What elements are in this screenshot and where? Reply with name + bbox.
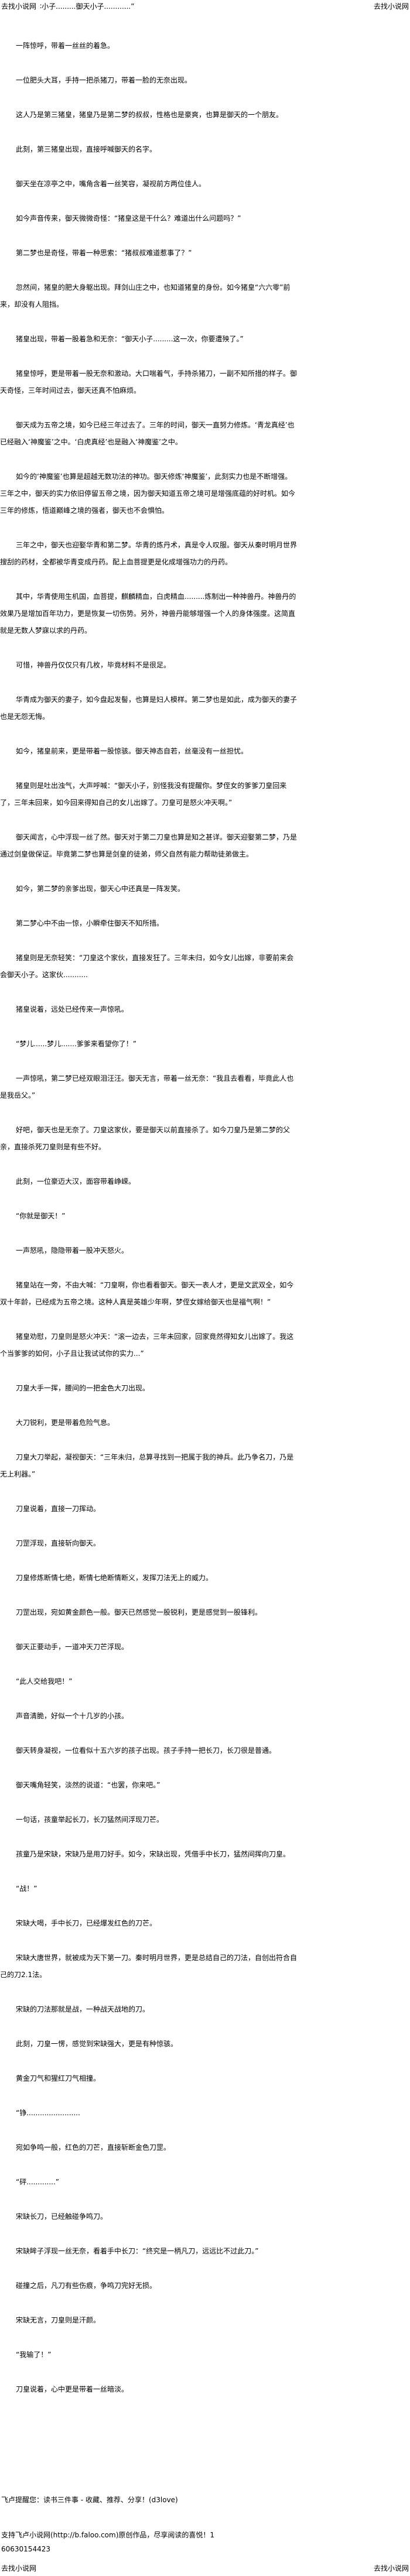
chapter-content: 一阵惊呼，带着一丝丝的着急。一位肥头大耳，手持一把杀猪刀，带着一脸的无奈出现。这… bbox=[0, 37, 299, 2416]
paragraph: 御天嘴角轻笑，淡然的说道：“也罢，你来吧。” bbox=[16, 1781, 160, 1789]
top-bar-left: 去找小说网∶小子.........御天小子............” bbox=[1, 0, 134, 13]
paragraph: 此刻，一位豪迈大汉，面容带着峥嵘。 bbox=[16, 1177, 136, 1186]
paragraph: 宋缺的刀法那就是战，一种战天战地的刀。 bbox=[16, 2005, 150, 2013]
paragraph: 刀罡浮现，直接斩向御天。 bbox=[16, 1539, 101, 1547]
paragraph: 刀皇大刀举起，凝视御天：“三年未归，总算寻找到一把属于我的神兵。此乃争名刀，乃是… bbox=[0, 1453, 294, 1478]
paragraph: 刀罡出现，宛如黄金颜色一般。御天已然感觉一股锐利，更是感觉到一股锋利。 bbox=[16, 1608, 262, 1616]
paragraph: 宛如争鸣一般，红色的刀芒，直接斩断金色刀罡。 bbox=[16, 2143, 171, 2152]
paragraph: 宋缺无言，刀皇则是汗颜。 bbox=[16, 2316, 101, 2324]
paragraph: “梦儿......梦儿.......爹爹来看望你了！” bbox=[16, 1040, 137, 1048]
paragraph: 一句话，孩童举起长刀，长刀猛然间浮现刀芒。 bbox=[16, 1815, 164, 1824]
footer: 飞卢提醒您：读书三件事 - 收藏、推荐、分享！(d3love) 支持飞卢小说网(… bbox=[1, 2494, 409, 2555]
paragraph: 第二梦心中不由一惊，小瞬牵住御天不知所措。 bbox=[16, 919, 164, 927]
paragraph: 猪皇则是无奈轻笑：“刀皇这个家伙，直接发狂了。三年未归，如今女儿出嫁，非要前来会… bbox=[0, 954, 294, 979]
paragraph: 刀皇大手一挥，腰间的一把金色大刀出现。 bbox=[16, 1384, 150, 1392]
paragraph: “砰.............” bbox=[16, 2178, 60, 2186]
reading-notice: 飞卢提醒您：读书三件事 - 收藏、推荐、分享！(d3love) bbox=[1, 2496, 178, 2504]
paragraph: 宋缺长刀，已经触碰争鸣刀。 bbox=[16, 2212, 108, 2221]
paragraph: 刀皇说着，直接一刀挥动。 bbox=[16, 1505, 101, 1513]
paragraph: 猪皇说着，远处已经传来一声惊吼。 bbox=[16, 1005, 129, 1013]
paragraph: 猪皇惊呼，更是带着一股无奈和激动。大口喘着气，手持杀猪刀，一副不知所措的样子。御… bbox=[0, 369, 298, 395]
paragraph: “此人交给我吧！” bbox=[16, 1677, 73, 1686]
paragraph: 刀皇修炼断情七绝，断情七绝断情断义，发挥刀法无上的威力。 bbox=[16, 1574, 213, 1582]
paragraph: 其中，华青使用生机国，血菩提，麒麟精血，白虎精血.........炼制出一种神兽… bbox=[0, 592, 296, 635]
paragraph: 御天闻言，心中浮现一丝了然。御天对于第二刀皇也算是知之甚详。御天迎娶第二梦，乃是… bbox=[0, 833, 298, 858]
site-link-top-left[interactable]: 去找小说网 bbox=[1, 2, 37, 11]
paragraph: 一声惊吼，第二梦已经双眼泪汪汪。御天无言，带着一丝无奈：“我且去看看，毕竟此人也… bbox=[0, 1074, 294, 1099]
paragraph: 黄金刀气和猩红刀气相撞。 bbox=[16, 2074, 101, 2082]
paragraph: 猪皇劝慰，刀皇则是怒火冲天：“滚一边去，三年未回家，回家竟然得知女儿出嫁了。我这… bbox=[0, 1332, 294, 1358]
paragraph: 御天坐在凉亭之中，嘴角含着一丝笑容，凝视前方两位佳人。 bbox=[16, 180, 206, 188]
paragraph: “你就是御天！” bbox=[16, 1212, 66, 1220]
bottom-bar: 去找小说网 去找小说网 bbox=[0, 2562, 410, 2575]
paragraph: 如今，猪皇前来，更是带着一股惊骇。御天神态自若，丝毫没有一丝担忧。 bbox=[16, 747, 248, 755]
paragraph: 一阵惊呼，带着一丝丝的着急。 bbox=[16, 42, 115, 50]
paragraph: 可惜，神兽丹仅仅只有几枚，毕竟材料不是很足。 bbox=[16, 661, 171, 669]
chapter-title: ∶小子.........御天小子............” bbox=[40, 2, 135, 11]
page-code: 60630154423 bbox=[1, 2545, 50, 2553]
paragraph: 猪皇则是吐出浊气，大声呼喊：“御天小子，别怪我没有提醒你。梦侄女的爹爹刀皇回来了… bbox=[0, 782, 287, 807]
paragraph: 三年之中，御天也迎娶华青和第二梦。华青的炼丹术，真是令人叹服。御天从秦时明月世界… bbox=[0, 541, 298, 566]
paragraph: 忽然间，猪皇的肥大身躯出现。拜剑山庄之中，也知道猪皇的身份。如今猪皇“六六零”前… bbox=[0, 283, 291, 309]
paragraph: 大刀锐利，更是带着危险气息。 bbox=[16, 1419, 115, 1427]
paragraph: 华青成为御天的妻子，如今盘起发髻，也算是妇人模样。第二梦也是如此，成为御天的妻子… bbox=[0, 696, 298, 721]
paragraph: 此刻，第三猪皇出现，直接呼喊御天的名字。 bbox=[16, 145, 157, 153]
paragraph: 此刻，刀皇一愣，感觉到宋缺强大，更是有种惊骇。 bbox=[16, 2040, 178, 2048]
paragraph: 一位肥头大耳，手持一把杀猪刀，带着一脸的无奈出现。 bbox=[16, 76, 192, 84]
support-text: 支持飞卢小说网(http://b.faloo.com)原创作品，尽享阅读的喜悦！… bbox=[1, 2531, 215, 2539]
paragraph: 一声怒吼，隐隐带着一股冲天怒火。 bbox=[16, 1246, 129, 1255]
paragraph: 如今的‘神魔鉴’也算是超越无数功法的神功。御天修炼‘神魔鉴’，此刻实力也是不断增… bbox=[0, 472, 296, 515]
paragraph: 孩童乃是宋缺，宋缺乃是用刀好手。如今，宋缺出现，凭借手中长刀，猛然间挥向刀皇。 bbox=[16, 1850, 291, 1858]
site-link-top-right[interactable]: 去找小说网 bbox=[373, 2, 409, 11]
paragraph: 宋缺大喝，手中长刀，已经爆发红色的刀芒。 bbox=[16, 1919, 157, 1927]
paragraph: 如今声音传来，御天微微奇怪：“猪皇这是干什么？难道出什么问题吗？” bbox=[16, 214, 241, 222]
paragraph: 宋缺眸子浮现一丝无奈，看着手中长刀：“终究是一柄凡刀，远远比不过此刀。” bbox=[16, 2247, 259, 2255]
paragraph: “战！” bbox=[16, 1885, 37, 1893]
paragraph: 御天转身凝视，一位看似十五六岁的孩子出现。孩子手持一把长刀，长刀很是普通。 bbox=[16, 1746, 276, 1755]
paragraph: 好吧，御天也是无奈了。刀皇这家伙，要是御天以前直接杀了。如今刀皇乃是第二梦的父亲… bbox=[0, 1126, 291, 1151]
site-link-bottom-right[interactable]: 去找小说网 bbox=[373, 2564, 409, 2572]
paragraph: 刀皇说着，心中更是带着一丝暗淡。 bbox=[16, 2385, 129, 2393]
paragraph: “我输了！” bbox=[16, 2351, 52, 2359]
paragraph: 宋缺大唐世界，就被成为天下第一刀。秦时明月世界，更是总结自己的刀法，自创出符合自… bbox=[0, 1954, 298, 1979]
paragraph: 声音清脆，好似一个十几岁的小孩。 bbox=[16, 1712, 129, 1720]
paragraph: 碰撞之后，凡刀有些伤痕，争鸣刀完好无损。 bbox=[16, 2282, 157, 2290]
paragraph: “铮........................ bbox=[16, 2109, 80, 2117]
paragraph: 猪皇出现，带着一股着急和无奈：“御天小子.........这一次，你要遭殃了。” bbox=[16, 335, 244, 343]
top-bar: 去找小说网∶小子.........御天小子............” 去找小说网 bbox=[0, 0, 410, 13]
site-link-bottom-left[interactable]: 去找小说网 bbox=[1, 2564, 37, 2572]
paragraph: 御天成为五帝之境，如今已经三年过去了。三年的时间，御天一直努力修炼。‘青龙真经’… bbox=[0, 421, 295, 446]
paragraph: 御天正要动手，一道冲天刀芒浮现。 bbox=[16, 1643, 129, 1651]
paragraph: 如今，第二梦的亲爹出现，御天心中还真是一阵发笑。 bbox=[16, 885, 185, 893]
paragraph: 第二梦也是奇怪，带着一种思索：“猪叔叔难道惹事了？” bbox=[16, 249, 192, 257]
paragraph: 猪皇站在一旁，不由大喊：“刀皇啊，你也看看御天。御天一表人才，更是文武双全，如今… bbox=[0, 1281, 294, 1306]
paragraph: 这人乃是第三猪皇，猪皇乃是第二梦的叔叔，性格也是豪爽，也算是御天的一个朋友。 bbox=[16, 111, 283, 119]
